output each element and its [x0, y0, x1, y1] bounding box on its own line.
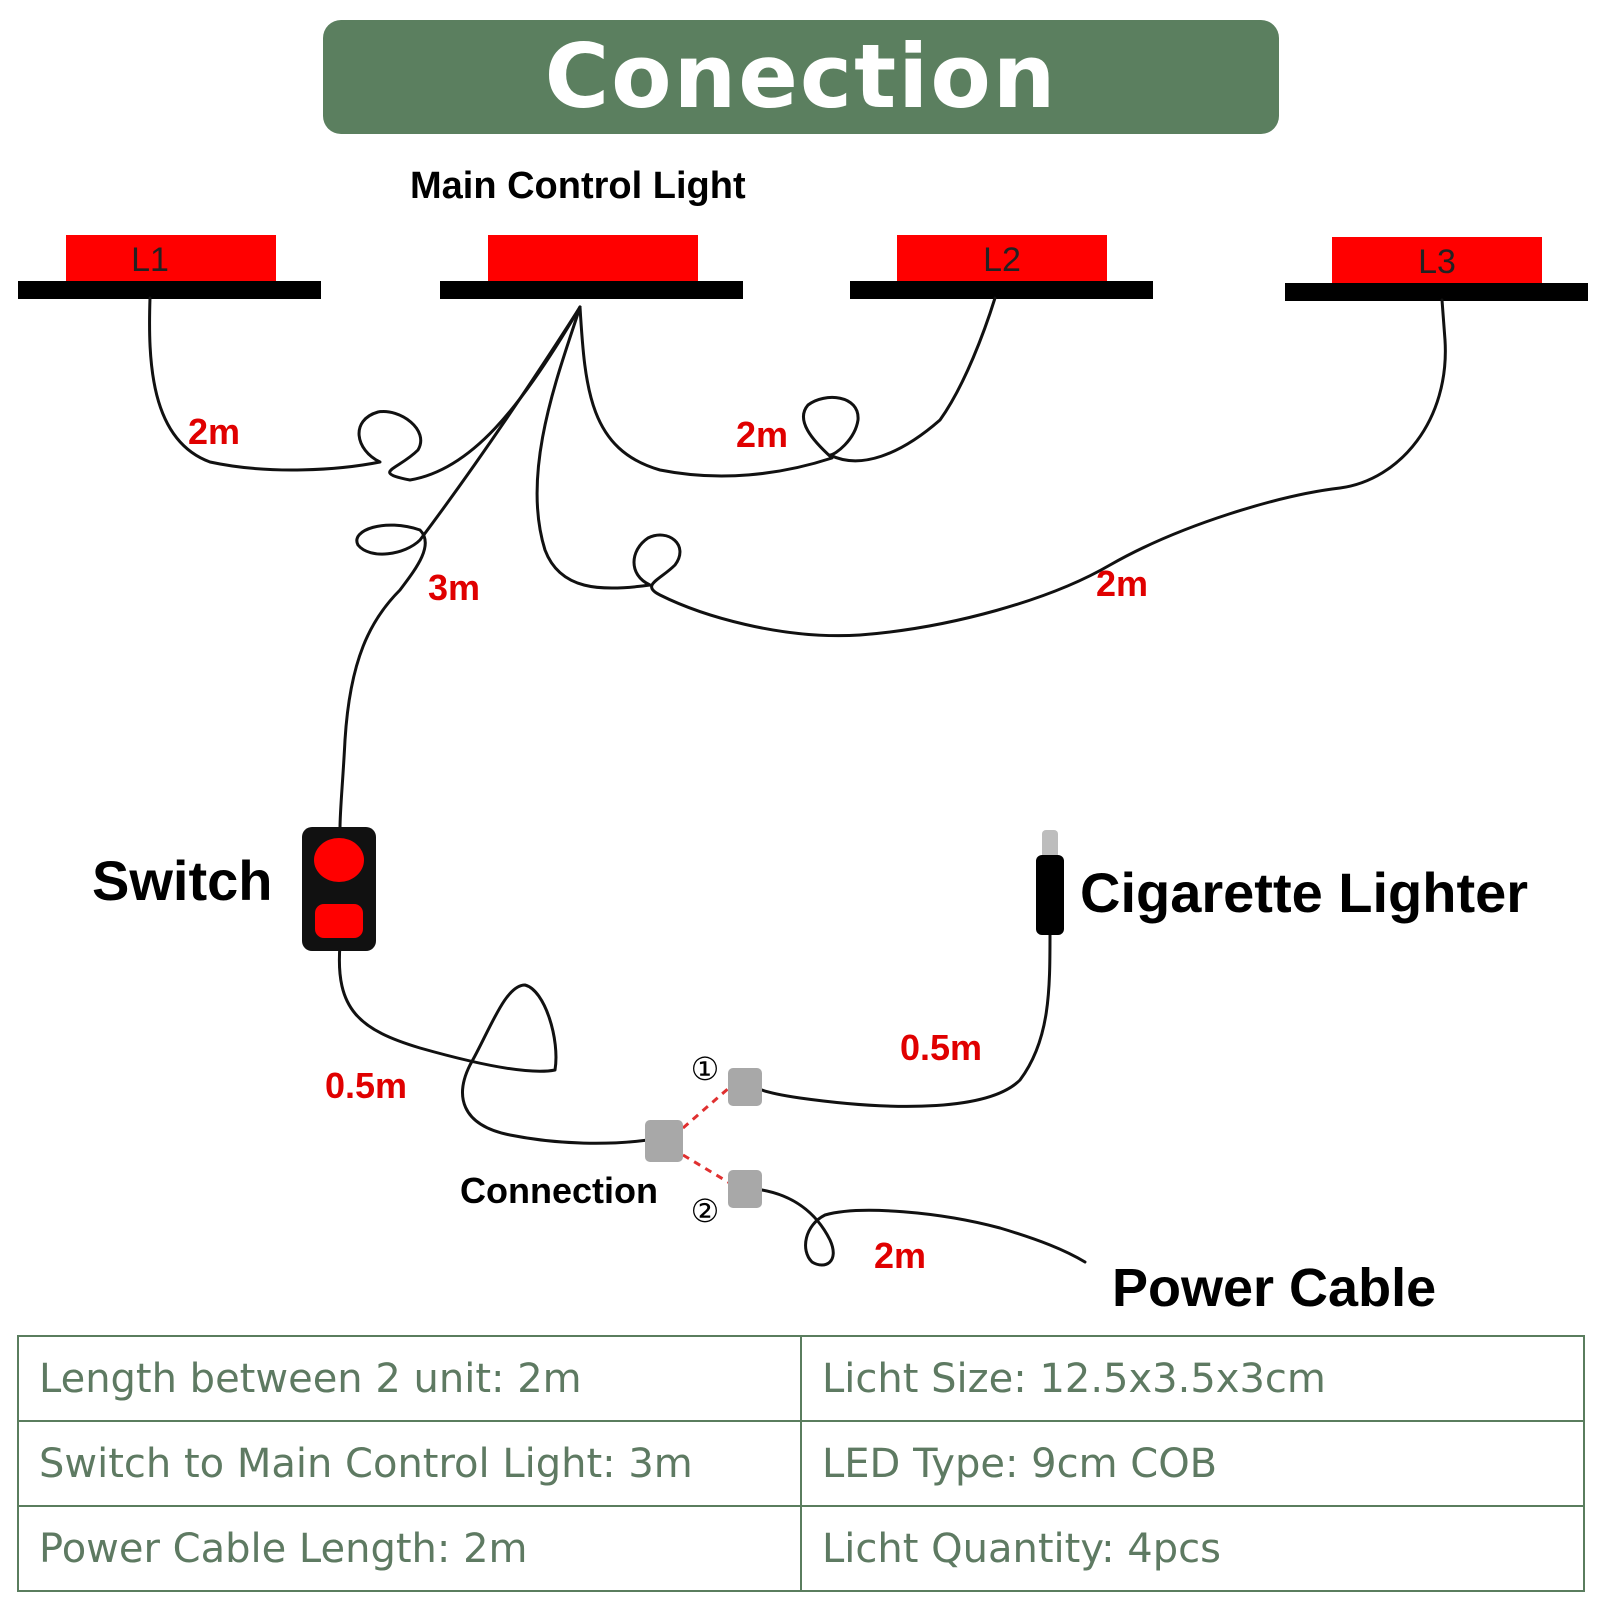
lighter-body	[1036, 855, 1064, 935]
length-switch-wire: 3m	[428, 567, 480, 608]
wire-switch	[338, 305, 582, 830]
title-banner: Conection	[323, 20, 1279, 134]
wire-power-cable	[760, 1188, 1087, 1267]
wire-lighter-to-connection	[760, 930, 1052, 1108]
light-l2-base	[850, 281, 1153, 299]
length-l1-wire: 2m	[188, 411, 240, 452]
light-l1-lamp	[66, 235, 276, 281]
light-l2-lamp	[897, 235, 1107, 281]
light-l2-label: L2	[983, 241, 1021, 279]
connector-port-2	[728, 1170, 762, 1208]
table-row: Length between 2 unit: 2m Licht Size: 12…	[17, 1335, 1585, 1422]
light-l2: L2	[850, 235, 1153, 299]
spec-cell: LED Type: 9cm COB	[800, 1420, 1585, 1507]
cigarette-lighter-label: Cigarette Lighter	[1080, 861, 1528, 924]
length-power-cable: 2m	[874, 1235, 926, 1276]
wire-switch-to-connection	[337, 943, 650, 1145]
light-l1: L1	[18, 235, 321, 299]
wire-l1	[148, 296, 582, 482]
length-l3-wire: 2m	[1096, 563, 1148, 604]
table-row: Power Cable Length: 2m Licht Quantity: 4…	[17, 1505, 1585, 1592]
connection-diagram: Main Control Light L1 L2 L3 Switch	[18, 165, 1588, 1318]
light-main-lamp	[488, 235, 698, 281]
spec-cell: Power Cable Length: 2m	[17, 1505, 802, 1592]
spec-cell: Switch to Main Control Light: 3m	[17, 1420, 802, 1507]
light-l3-label: L3	[1418, 243, 1456, 281]
switch-button-top	[314, 838, 364, 882]
table-row: Switch to Main Control Light: 3m LED Typ…	[17, 1420, 1585, 1507]
light-l1-label: L1	[131, 241, 169, 279]
light-l3-lamp	[1332, 237, 1542, 283]
spec-cell: Length between 2 unit: 2m	[17, 1335, 802, 1422]
switch-button-bottom	[315, 904, 363, 938]
length-switch-to-connection: 0.5m	[325, 1065, 407, 1106]
cigarette-lighter-plug	[1036, 830, 1064, 935]
light-l1-base	[18, 281, 321, 299]
light-l3: L3	[1285, 237, 1588, 301]
port-1-marker: ①	[691, 1050, 720, 1088]
light-l3-base	[1285, 283, 1588, 301]
port-2-marker: ②	[691, 1192, 720, 1230]
main-control-light-label: Main Control Light	[410, 165, 746, 207]
light-main-base	[440, 281, 743, 299]
switch-label: Switch	[92, 849, 272, 912]
length-l2-wire: 2m	[736, 414, 788, 455]
power-cable-label: Power Cable	[1112, 1258, 1436, 1318]
connection-splitter: ① ②	[645, 1050, 762, 1230]
light-main	[440, 235, 743, 299]
spec-table: Length between 2 unit: 2m Licht Size: 12…	[17, 1335, 1585, 1592]
connection-label: Connection	[460, 1170, 658, 1211]
spec-cell: Licht Size: 12.5x3.5x3cm	[800, 1335, 1585, 1422]
length-lighter-to-connection: 0.5m	[900, 1027, 982, 1068]
lighter-tip	[1042, 830, 1058, 858]
switch-device	[302, 827, 376, 951]
wire-l2	[578, 296, 997, 478]
connector-port-1	[728, 1068, 762, 1106]
wire-l3	[535, 298, 1447, 638]
page-title: Conection	[544, 25, 1058, 128]
connector-main	[645, 1120, 683, 1162]
spec-cell: Licht Quantity: 4pcs	[800, 1505, 1585, 1592]
